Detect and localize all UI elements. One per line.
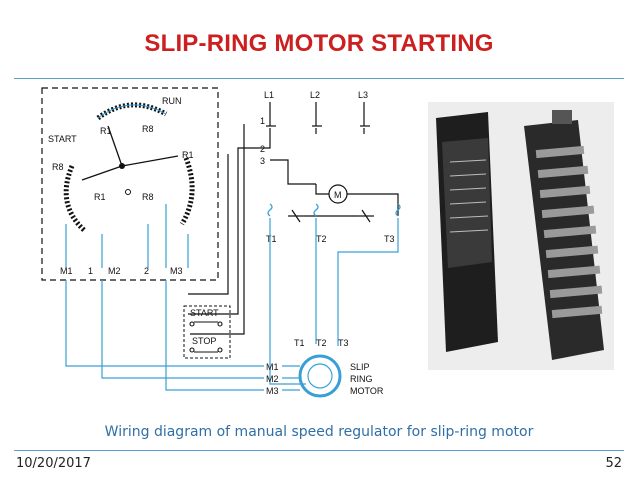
slide-title: SLIP-RING MOTOR STARTING (144, 30, 494, 57)
motor-terminal-label: T3 (338, 338, 349, 348)
overload-label: T2 (316, 234, 327, 244)
tap-label: R8 (142, 124, 154, 134)
motor-terminal-label: T2 (316, 338, 327, 348)
contact-label: 1 (260, 116, 265, 126)
control-motor-label: M (334, 190, 342, 200)
resistor-grid (524, 120, 604, 360)
tap-label: R1 (94, 192, 106, 202)
terminal-label: M2 (108, 266, 121, 276)
start-button-label: START (190, 308, 219, 318)
start-label: START (48, 134, 77, 144)
rotor-lead-label: M2 (266, 374, 279, 384)
rotor-hub (119, 163, 125, 169)
contact-label: 2 (260, 144, 265, 154)
contact-label: 3 (260, 156, 265, 166)
title-divider (14, 78, 624, 79)
motor-name-line: SLIP (350, 362, 370, 372)
tap-label: R8 (142, 192, 154, 202)
main-contacts (266, 125, 370, 134)
motor-name-line: MOTOR (350, 386, 384, 396)
motor-name-line: RING (350, 374, 373, 384)
tap-label: R1 (100, 126, 112, 136)
motor-terminal-label: T1 (294, 338, 305, 348)
overload-label: T3 (384, 234, 395, 244)
left-arc (63, 165, 86, 232)
terminal-label: 2 (144, 266, 149, 276)
run-label: RUN (162, 96, 182, 106)
terminal-label: M3 (170, 266, 183, 276)
wiring-diagram: RUN START R1 R8 R1 R8 R1 R8 M1 1 M2 2 M3… (41, 87, 401, 398)
terminal-label: M1 (60, 266, 73, 276)
page-number: 52 (605, 456, 622, 471)
figure-caption: Wiring diagram of manual speed regulator… (104, 424, 534, 440)
regulator-photo (428, 102, 614, 370)
tap-label: R8 (52, 162, 64, 172)
slide-date: 10/20/2017 (16, 456, 91, 471)
push-button-station (183, 305, 231, 359)
line-label: L3 (358, 90, 368, 100)
line-label: L2 (310, 90, 320, 100)
regulator-enclosure (41, 87, 219, 281)
overload-coils (267, 203, 401, 217)
line-label: L1 (264, 90, 274, 100)
stop-button-label: STOP (192, 336, 216, 346)
slip-ring-motor (298, 354, 342, 398)
overload-label: T1 (266, 234, 277, 244)
right-arc (179, 157, 195, 226)
footer-divider (14, 450, 624, 451)
tap-label: R1 (182, 150, 194, 160)
terminal-label: 1 (88, 266, 93, 276)
rotor-lead-label: M3 (266, 386, 279, 396)
rotor-lead-label: M1 (266, 362, 279, 372)
